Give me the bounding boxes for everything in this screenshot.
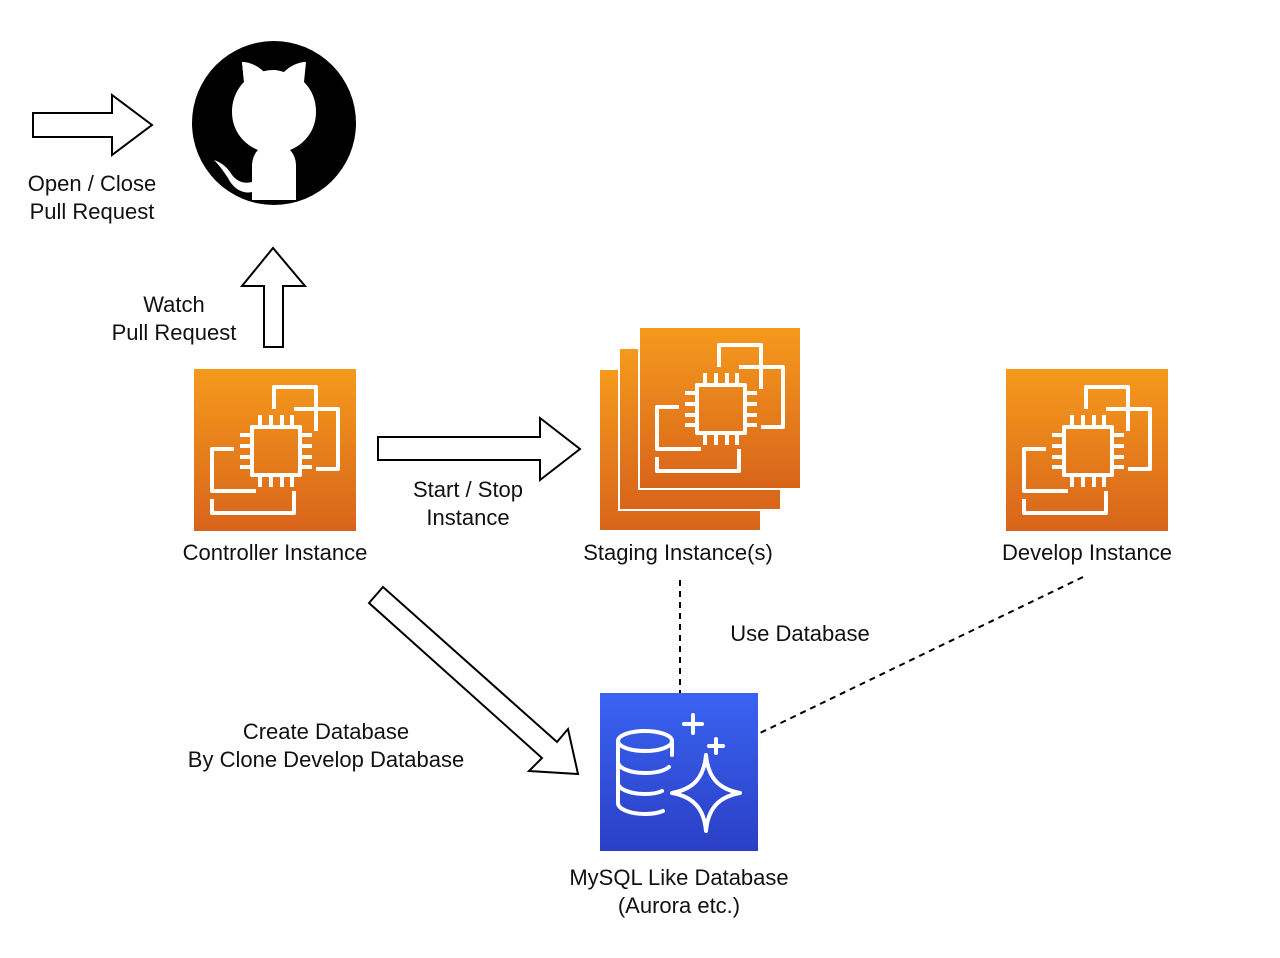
watch-arrow [239,246,308,348]
create-database-label-line2: By Clone Develop Database [187,747,465,772]
develop-instance-label: Develop Instance [1002,540,1172,565]
start-stop-label-line1: Start / Stop [412,477,524,502]
use-database-label: Use Database [730,621,870,646]
staging-instance-label: Staging Instance(s) [583,540,773,565]
database-label: MySQL Like Database (Aurora etc.) [529,864,829,920]
database-label-line1: MySQL Like Database [569,865,789,890]
pr-event-label: Open / Close Pull Request [12,170,172,226]
database-label-line2: (Aurora etc.) [617,893,741,918]
start-stop-arrow [377,415,582,483]
start-stop-label-line2: Instance [426,505,510,530]
controller-ec2-icon [194,369,356,531]
develop-db-connector [759,576,1084,734]
start-stop-label: Start / Stop Instance [388,476,548,532]
pr-event-label-line1: Open / Close [27,171,157,196]
watch-label: Watch Pull Request [94,291,254,347]
pr-event-label-line2: Pull Request [29,199,155,224]
watch-label-line2: Pull Request [111,320,237,345]
watch-label-line1: Watch [143,292,205,317]
create-db-arrow [367,585,580,776]
create-database-label-line1: Create Database [242,719,410,744]
develop-ec2-icon [1006,369,1168,531]
pr-event-arrow [32,93,154,157]
controller-instance-label: Controller Instance [182,540,368,565]
github-octocat-icon [192,41,356,205]
staging-ec2-stack-icon [598,326,802,532]
create-database-label: Create Database By Clone Develop Databas… [146,718,506,774]
aurora-database-icon [600,693,758,851]
